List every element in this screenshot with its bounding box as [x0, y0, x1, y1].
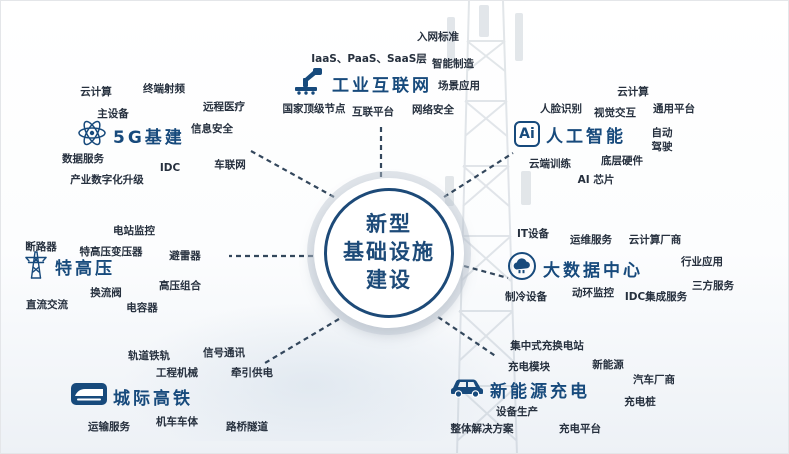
branch-big-data-center: 大数据中心 — [507, 251, 643, 285]
branch-title-new-energy-charging: 新能源充电 — [490, 381, 590, 402]
branch-title-5g-infrastructure: 5G基建 — [113, 127, 185, 148]
branch-uhv: 特高压 — [23, 249, 115, 283]
keyword: 特高压变压器 — [79, 246, 143, 258]
keyword: 互联平台 — [352, 106, 394, 118]
keyword: 运维服务 — [570, 234, 612, 246]
branch-title-intercity-rail: 城际高铁 — [113, 388, 193, 409]
keyword: 牵引供电 — [231, 367, 273, 379]
keyword: 视觉交互 — [594, 107, 636, 119]
keyword: 电容器 — [126, 302, 158, 314]
branch-title-big-data-center: 大数据中心 — [543, 260, 643, 281]
keyword: 新能源 — [592, 359, 624, 371]
keyword: 直流交流 — [26, 299, 68, 311]
keyword: 信息安全 — [191, 123, 233, 135]
keyword: 制冷设备 — [505, 291, 547, 303]
keyword: 汽车厂商 — [633, 374, 675, 386]
center-circle: 新型 基础设施 建设 — [314, 178, 464, 328]
keyword: 轨道铁轨 — [128, 350, 170, 362]
branch-5g-infrastructure: 5G基建 — [77, 118, 185, 152]
keyword: 云端训练 — [529, 158, 571, 170]
keyword: 换流阀 — [90, 287, 122, 299]
keyword: 工程机械 — [156, 367, 198, 379]
robot-arm-icon — [294, 67, 326, 99]
keyword: 信号通讯 — [203, 347, 245, 359]
keyword: 行业应用 — [681, 256, 723, 268]
keyword: 集中式充换电站 — [510, 340, 584, 352]
center-circle-ring: 新型 基础设施 建设 — [324, 188, 454, 318]
keyword: 云计算 — [617, 86, 649, 98]
keyword: 自动驾驶 — [651, 127, 673, 153]
keyword: 充电桩 — [624, 396, 656, 408]
ai-icon: Ai — [514, 121, 540, 147]
keyword: 通用平台 — [653, 103, 695, 115]
keyword: 产业数字化升级 — [70, 174, 144, 186]
keyword: 车联网 — [214, 159, 246, 171]
keyword: IDC集成服务 — [624, 291, 688, 303]
center-title-line2: 基础设施 — [343, 240, 435, 265]
electric-car-icon — [450, 375, 484, 403]
keyword: IDC — [159, 162, 181, 174]
keyword: 断路器 — [25, 241, 57, 253]
keyword: 动环监控 — [572, 287, 614, 299]
keyword: AI 芯片 — [577, 174, 615, 186]
keyword: 底层硬件 — [601, 155, 643, 167]
keyword: 运输服务 — [88, 421, 130, 433]
keyword: 人脸识别 — [540, 103, 582, 115]
keyword: 数据服务 — [62, 153, 104, 165]
keyword: 整体解决方案 — [450, 423, 514, 435]
keyword: 网络安全 — [412, 104, 454, 116]
keyword: IT设备 — [516, 228, 550, 240]
keyword: 场景应用 — [438, 80, 480, 92]
branch-title-uhv: 特高压 — [55, 258, 115, 279]
center-title: 新型 基础设施 建设 — [343, 211, 435, 294]
keyword: 云计算 — [80, 86, 112, 98]
branch-title-industrial-internet: 工业互联网 — [332, 75, 432, 96]
keyword: 充电平台 — [559, 423, 601, 435]
keyword: 云计算厂商 — [628, 234, 682, 246]
keyword: 机车车体 — [156, 416, 198, 428]
branch-title-artificial-intelligence: 人工智能 — [546, 126, 626, 147]
keyword: 电站监控 — [113, 225, 155, 237]
keyword: 路桥隧道 — [226, 421, 268, 433]
keyword: 高压组合 — [159, 280, 201, 292]
keyword: 远程医疗 — [203, 101, 245, 113]
keyword: 终端射频 — [143, 83, 185, 95]
transmission-tower-icon — [23, 249, 49, 283]
branch-industrial-internet: 工业互联网 — [294, 67, 432, 99]
keyword: 三方服务 — [692, 280, 734, 292]
keyword: 入网标准 — [417, 31, 459, 43]
keyword: 主设备 — [97, 108, 129, 120]
cloud-data-icon — [507, 251, 537, 285]
branch-new-energy-charging: 新能源充电 — [450, 375, 590, 403]
branch-intercity-rail: 城际高铁 — [71, 383, 193, 409]
center-title-line3: 建设 — [366, 267, 412, 292]
keyword: 避雷器 — [169, 250, 201, 262]
high-speed-train-icon — [71, 383, 107, 409]
keyword: 国家顶级节点 — [282, 103, 346, 115]
keyword: 充电模块 — [508, 361, 550, 373]
keyword: 设备生产 — [496, 406, 538, 418]
keyword: 智能制造 — [432, 58, 474, 70]
branch-artificial-intelligence: Ai 人工智能 — [514, 121, 626, 147]
center-title-line1: 新型 — [366, 212, 412, 237]
keyword: IaaS、PaaS、SaaS层 — [311, 53, 427, 65]
atom-icon — [77, 118, 107, 152]
